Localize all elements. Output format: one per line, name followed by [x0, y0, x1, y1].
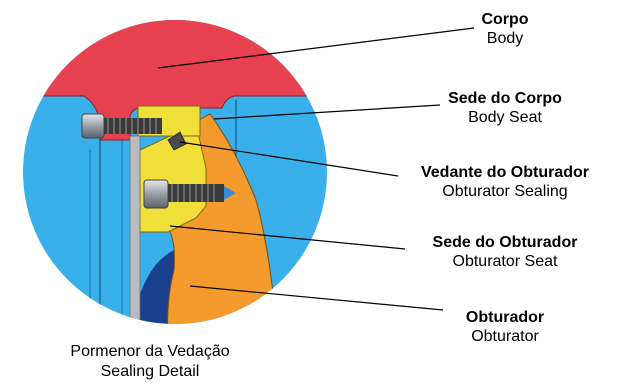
caption-en: Sealing Detail: [100, 363, 200, 380]
label-corpo-en: Body: [486, 30, 524, 47]
obturator-sealing-part: [167, 131, 187, 151]
leader-line-sede-corpo: [213, 104, 441, 120]
leader-line-sede-obturador: [169, 225, 406, 250]
label-sede-obturador-pt: Sede do Obturador: [432, 234, 578, 251]
label-obturador-en: Obturator: [471, 328, 539, 345]
label-sede-obturador: Sede do Obturador Obturator Seat: [385, 233, 625, 271]
label-sede-obturador-en: Obturator Seat: [452, 253, 558, 270]
label-corpo-pt: Corpo: [481, 11, 529, 28]
label-vedante: Vedante do Obturador Obturator Sealing: [385, 163, 625, 201]
label-sede-corpo: Sede do Corpo Body Seat: [385, 89, 625, 127]
grey-strip: [129, 135, 141, 324]
diagram-caption: Pormenor da Vedação Sealing Detail: [0, 342, 300, 382]
leader-line-obturador: [189, 285, 444, 311]
label-vedante-en: Obturator Sealing: [442, 183, 568, 200]
lower-bolt: [143, 179, 236, 209]
upper-bolt: [81, 113, 162, 139]
leader-line-corpo: [157, 27, 475, 69]
label-sede-corpo-pt: Sede do Corpo: [448, 90, 562, 107]
caption-pt: Pormenor da Vedação: [70, 343, 230, 360]
label-corpo: Corpo Body: [385, 10, 625, 48]
label-obturador-pt: Obturador: [465, 309, 545, 326]
label-sede-corpo-en: Body Seat: [468, 109, 542, 126]
label-obturador: Obturador Obturator: [385, 308, 625, 346]
label-vedante-pt: Vedante do Obturador: [420, 164, 589, 181]
leader-line-vedante: [179, 141, 399, 177]
